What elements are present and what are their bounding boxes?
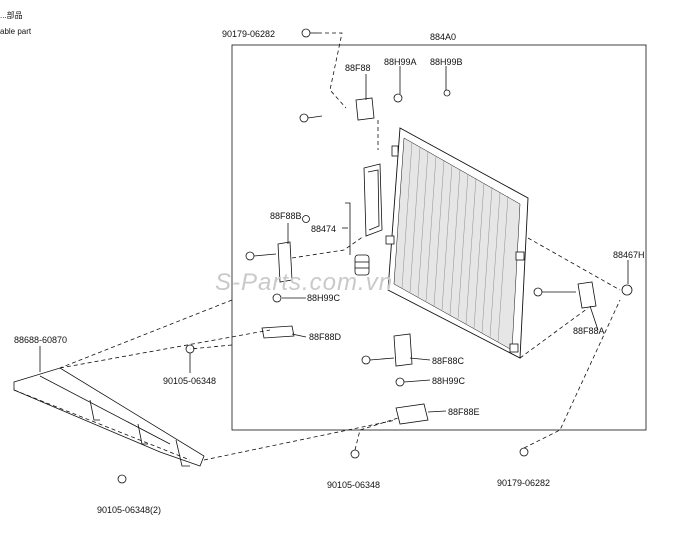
label-88688-60870: 88688-60870 bbox=[14, 335, 67, 345]
label-88h99a: 88H99A bbox=[384, 57, 417, 67]
receiver-bracket-line bbox=[345, 202, 351, 255]
label-90179-06282-top: 90179-06282 bbox=[222, 29, 275, 39]
label-88f88d: 88F88D bbox=[309, 332, 342, 342]
label-88474: 88474 bbox=[311, 224, 336, 234]
bolts-bottom bbox=[117, 344, 529, 484]
bracket-bottom-part bbox=[361, 333, 429, 425]
legend-title: ...部品 bbox=[0, 10, 23, 20]
label-88f88e: 88F88E bbox=[448, 407, 480, 417]
receiver-dryer bbox=[354, 163, 383, 276]
label-88f88b: 88F88B bbox=[270, 211, 302, 221]
guide-lines bbox=[13, 32, 621, 461]
watermark: S-Parts.com.vn bbox=[215, 269, 393, 296]
label-88467h: 88467H bbox=[613, 250, 645, 260]
label-884a0: 884A0 bbox=[430, 32, 456, 42]
label-90105-06348-2: 90105-06348(2) bbox=[97, 505, 161, 515]
label-88f88a: 88F88A bbox=[573, 326, 605, 336]
bolt-top bbox=[301, 28, 318, 38]
condenser-core bbox=[385, 127, 529, 359]
label-88f88c: 88F88C bbox=[432, 356, 465, 366]
label-90179-06282-bottom: 90179-06282 bbox=[497, 478, 550, 488]
assembly-frame bbox=[231, 44, 647, 431]
label-88h99c-left: 88H99C bbox=[307, 293, 341, 303]
bracket-upper-part bbox=[299, 89, 451, 123]
label-88f88: 88F88 bbox=[345, 63, 371, 73]
label-90105-06348-left: 90105-06348 bbox=[163, 376, 216, 386]
label-90105-06348-mid: 90105-06348 bbox=[327, 480, 380, 490]
leader-lines bbox=[39, 66, 629, 413]
bracket-left-part bbox=[245, 215, 310, 339]
label-88h99b: 88H99B bbox=[430, 57, 463, 67]
bracket-right-part bbox=[533, 281, 633, 309]
label-88h99c-mid: 88H99C bbox=[432, 376, 466, 386]
legend-subtitle: able part bbox=[0, 27, 32, 36]
